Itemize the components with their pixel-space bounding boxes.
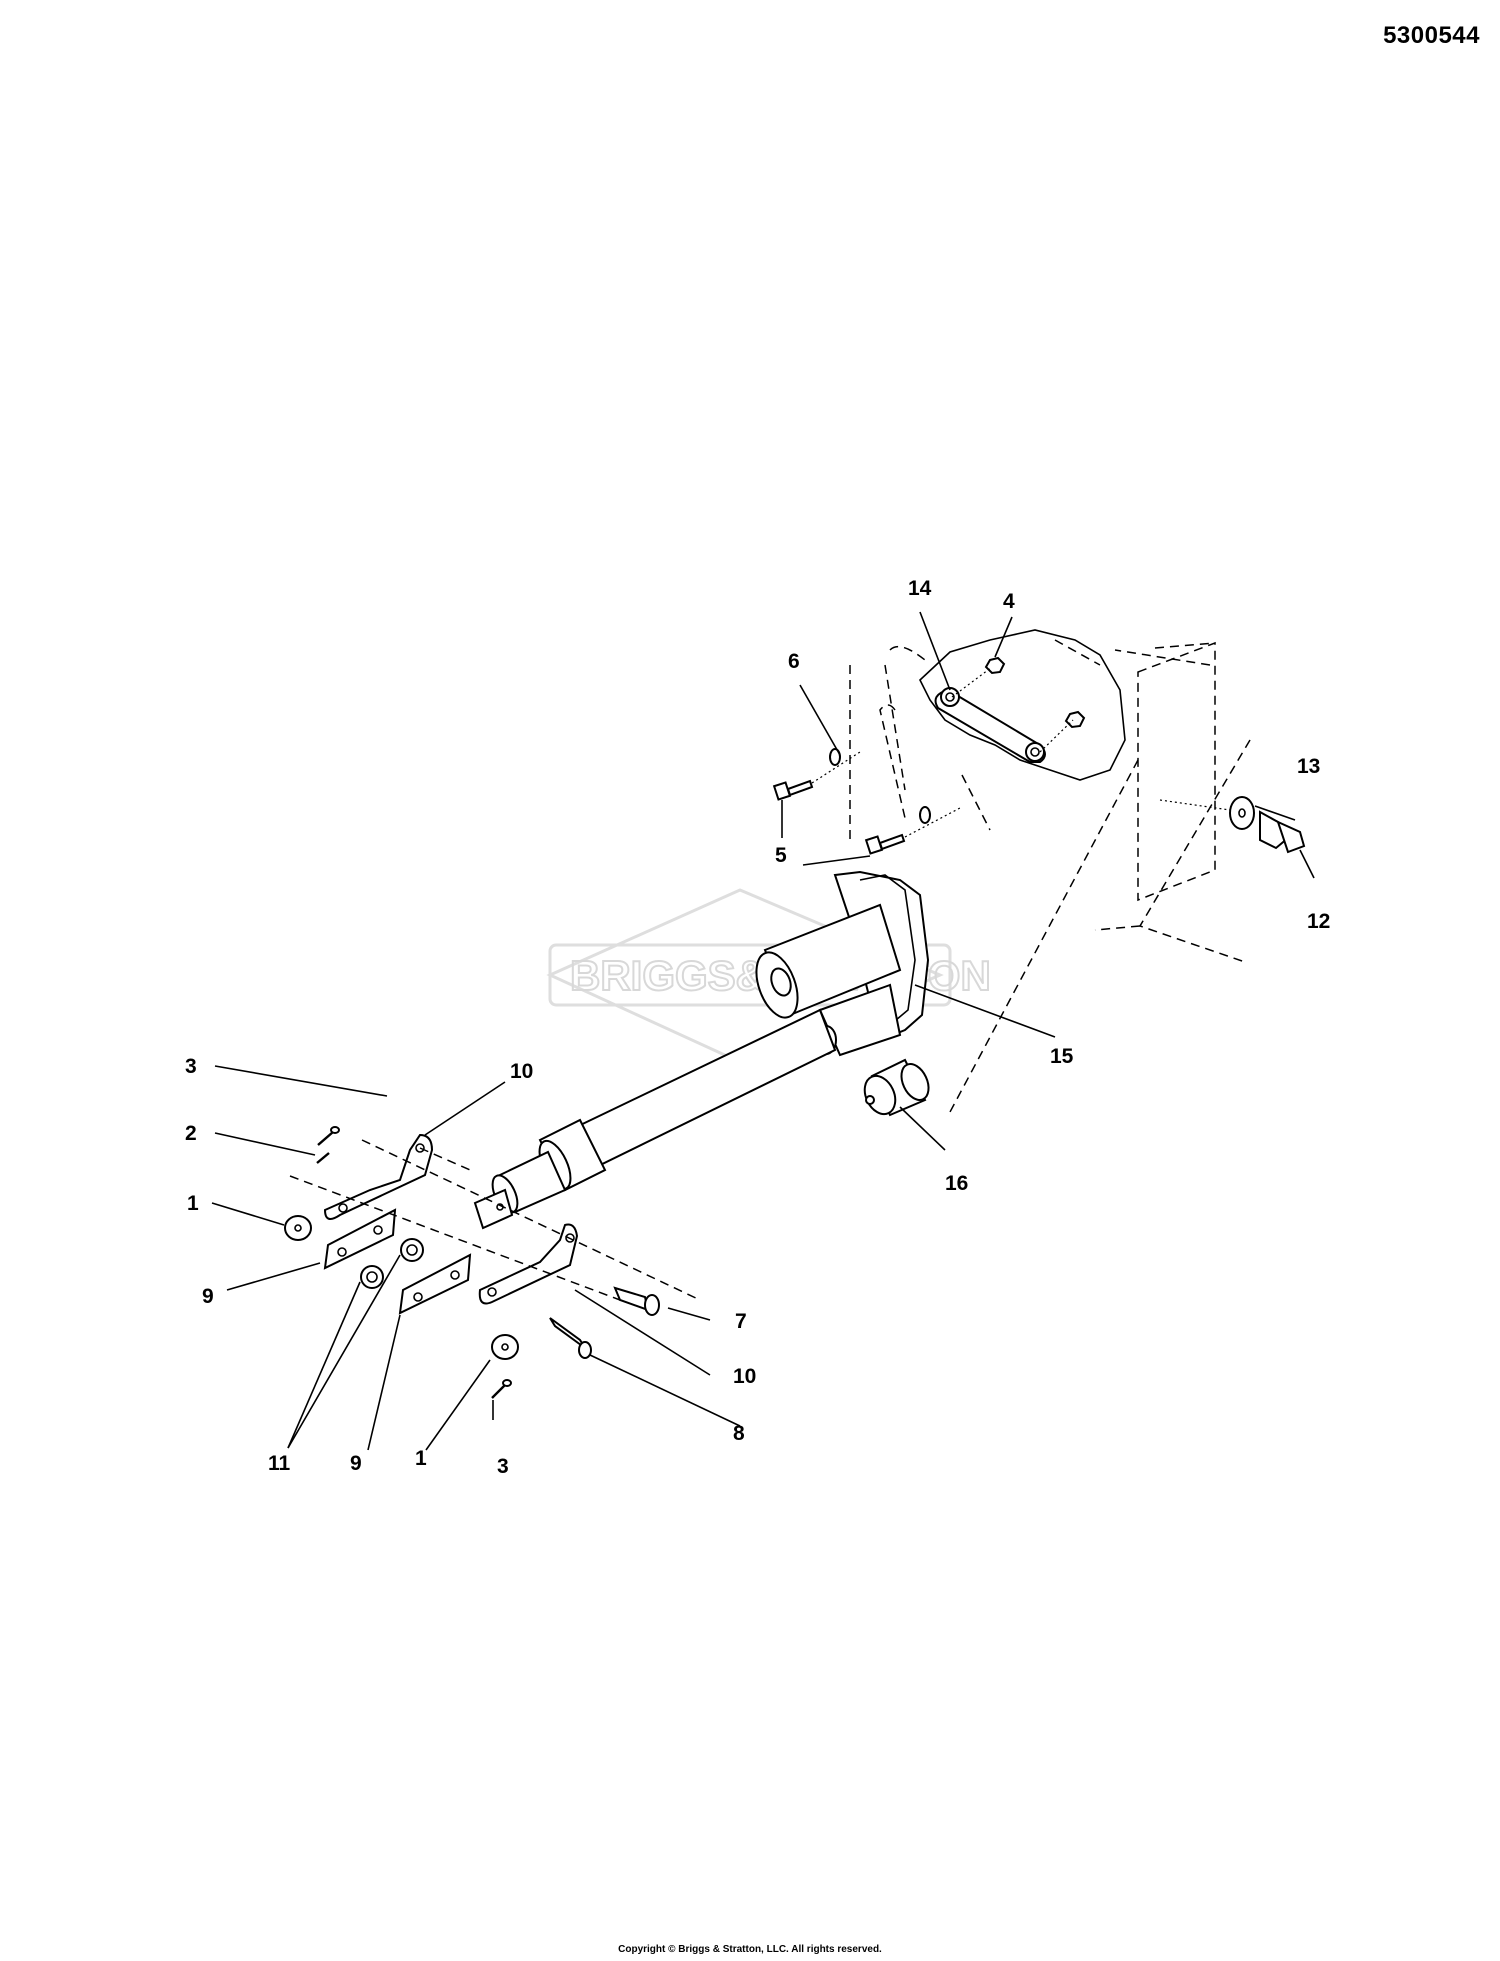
- callout-8: 8: [733, 1422, 745, 1445]
- callout-1-left: 1: [187, 1192, 199, 1215]
- callout-labels: 3 2 1 9 11 9 1 3 10 8 10 7 15 16 14 4 6 …: [185, 577, 1330, 1478]
- mount-bracket-plate: [889, 629, 1126, 781]
- callout-2: 2: [185, 1122, 197, 1145]
- leader-lines: [211, 611, 1315, 1451]
- callout-13: 13: [1297, 755, 1320, 778]
- callout-9-bottom: 9: [350, 1452, 362, 1475]
- diagram-code: 5300544: [1383, 22, 1480, 49]
- callout-9-left: 9: [202, 1285, 214, 1308]
- clevis-hardware: [284, 1126, 701, 1399]
- callout-11: 11: [268, 1452, 291, 1475]
- callout-5: 5: [775, 844, 787, 867]
- frame-outline: [849, 639, 1251, 1113]
- callout-7: 7: [735, 1310, 747, 1333]
- callout-12: 12: [1307, 910, 1330, 933]
- callout-14: 14: [908, 577, 932, 600]
- linear-actuator: [473, 870, 930, 1230]
- callout-16: 16: [945, 1172, 968, 1195]
- callout-10-bottom: 10: [733, 1365, 756, 1388]
- callout-3-top: 3: [185, 1055, 197, 1078]
- bolt-12-washer-13: [1159, 796, 1306, 854]
- link-bar: [934, 656, 1086, 763]
- bolts-and-washers: [772, 748, 961, 855]
- callout-4: 4: [1003, 590, 1015, 613]
- callout-10-top: 10: [510, 1060, 533, 1083]
- callout-3-bottom: 3: [497, 1455, 509, 1478]
- end-cap-16: [863, 1058, 930, 1117]
- callout-1-bottom: 1: [415, 1447, 427, 1470]
- copyright-notice: Copyright © Briggs & Stratton, LLC. All …: [618, 1944, 882, 1955]
- callout-15: 15: [1050, 1045, 1074, 1068]
- callout-6: 6: [788, 650, 800, 673]
